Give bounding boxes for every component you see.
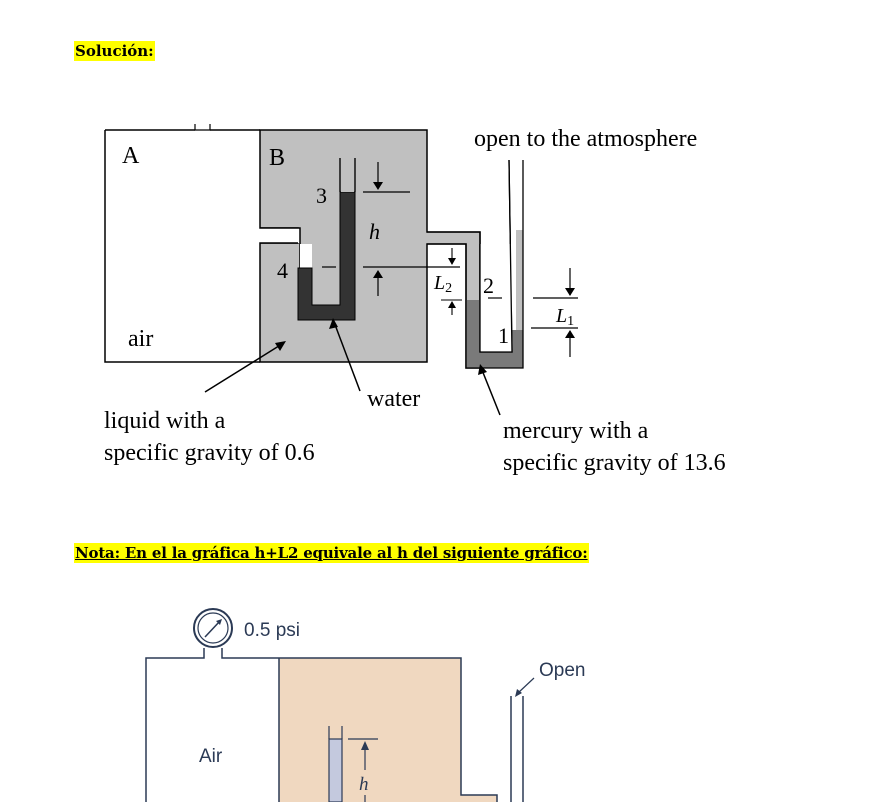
dim-l2-label: L2	[433, 272, 452, 296]
water-label: water	[367, 386, 420, 412]
tank-a-label: A	[122, 143, 140, 169]
tank-a-outline	[104, 129, 260, 363]
air-label-2: Air	[199, 746, 223, 767]
gauge-reading: 0.5 psi	[244, 620, 300, 641]
gauge-needle	[204, 620, 221, 638]
point-1-label: 1	[498, 323, 509, 348]
mercury-label-line1: mercury with a	[503, 418, 649, 444]
liquid-leader-arrow	[204, 343, 283, 393]
mercury-label-line2: specific gravity of 13.6	[503, 450, 726, 476]
tank-b-outline	[259, 129, 481, 369]
mercury-leader-arrow	[481, 369, 501, 416]
air-passage	[260, 228, 300, 243]
open-leader-arrow	[517, 677, 535, 694]
figure-reference-diagram: 0.5 psi Air Open h	[145, 608, 585, 802]
inner-tube-2	[328, 738, 343, 802]
tank-b-label: B	[269, 145, 285, 171]
open-label-2: Open	[539, 660, 585, 681]
tank-a-port	[194, 124, 211, 131]
point-3-label: 3	[316, 183, 327, 208]
point-4-label: 4	[277, 258, 288, 283]
open-tube-2	[510, 696, 524, 802]
dim-h-label: h	[369, 219, 380, 244]
liquid-region-2	[279, 658, 497, 802]
solution-heading: Solución:	[74, 41, 155, 61]
water-leader-arrow	[333, 321, 361, 392]
liquid-label-line2: specific gravity of 0.6	[104, 440, 315, 466]
dim-h-label-2: h	[359, 774, 369, 795]
air-label: air	[128, 326, 153, 352]
tank-outline-2	[145, 648, 498, 802]
dim-l1-label: L1	[555, 305, 574, 329]
open-atmosphere-label: open to the atmosphere	[474, 126, 697, 152]
mercury-column	[466, 300, 523, 368]
note-text: Nota: En el la gráfica h+L2 equivale al …	[74, 543, 589, 563]
point-2-label: 2	[483, 273, 494, 298]
liquid-label-line1: liquid with a	[104, 408, 226, 434]
